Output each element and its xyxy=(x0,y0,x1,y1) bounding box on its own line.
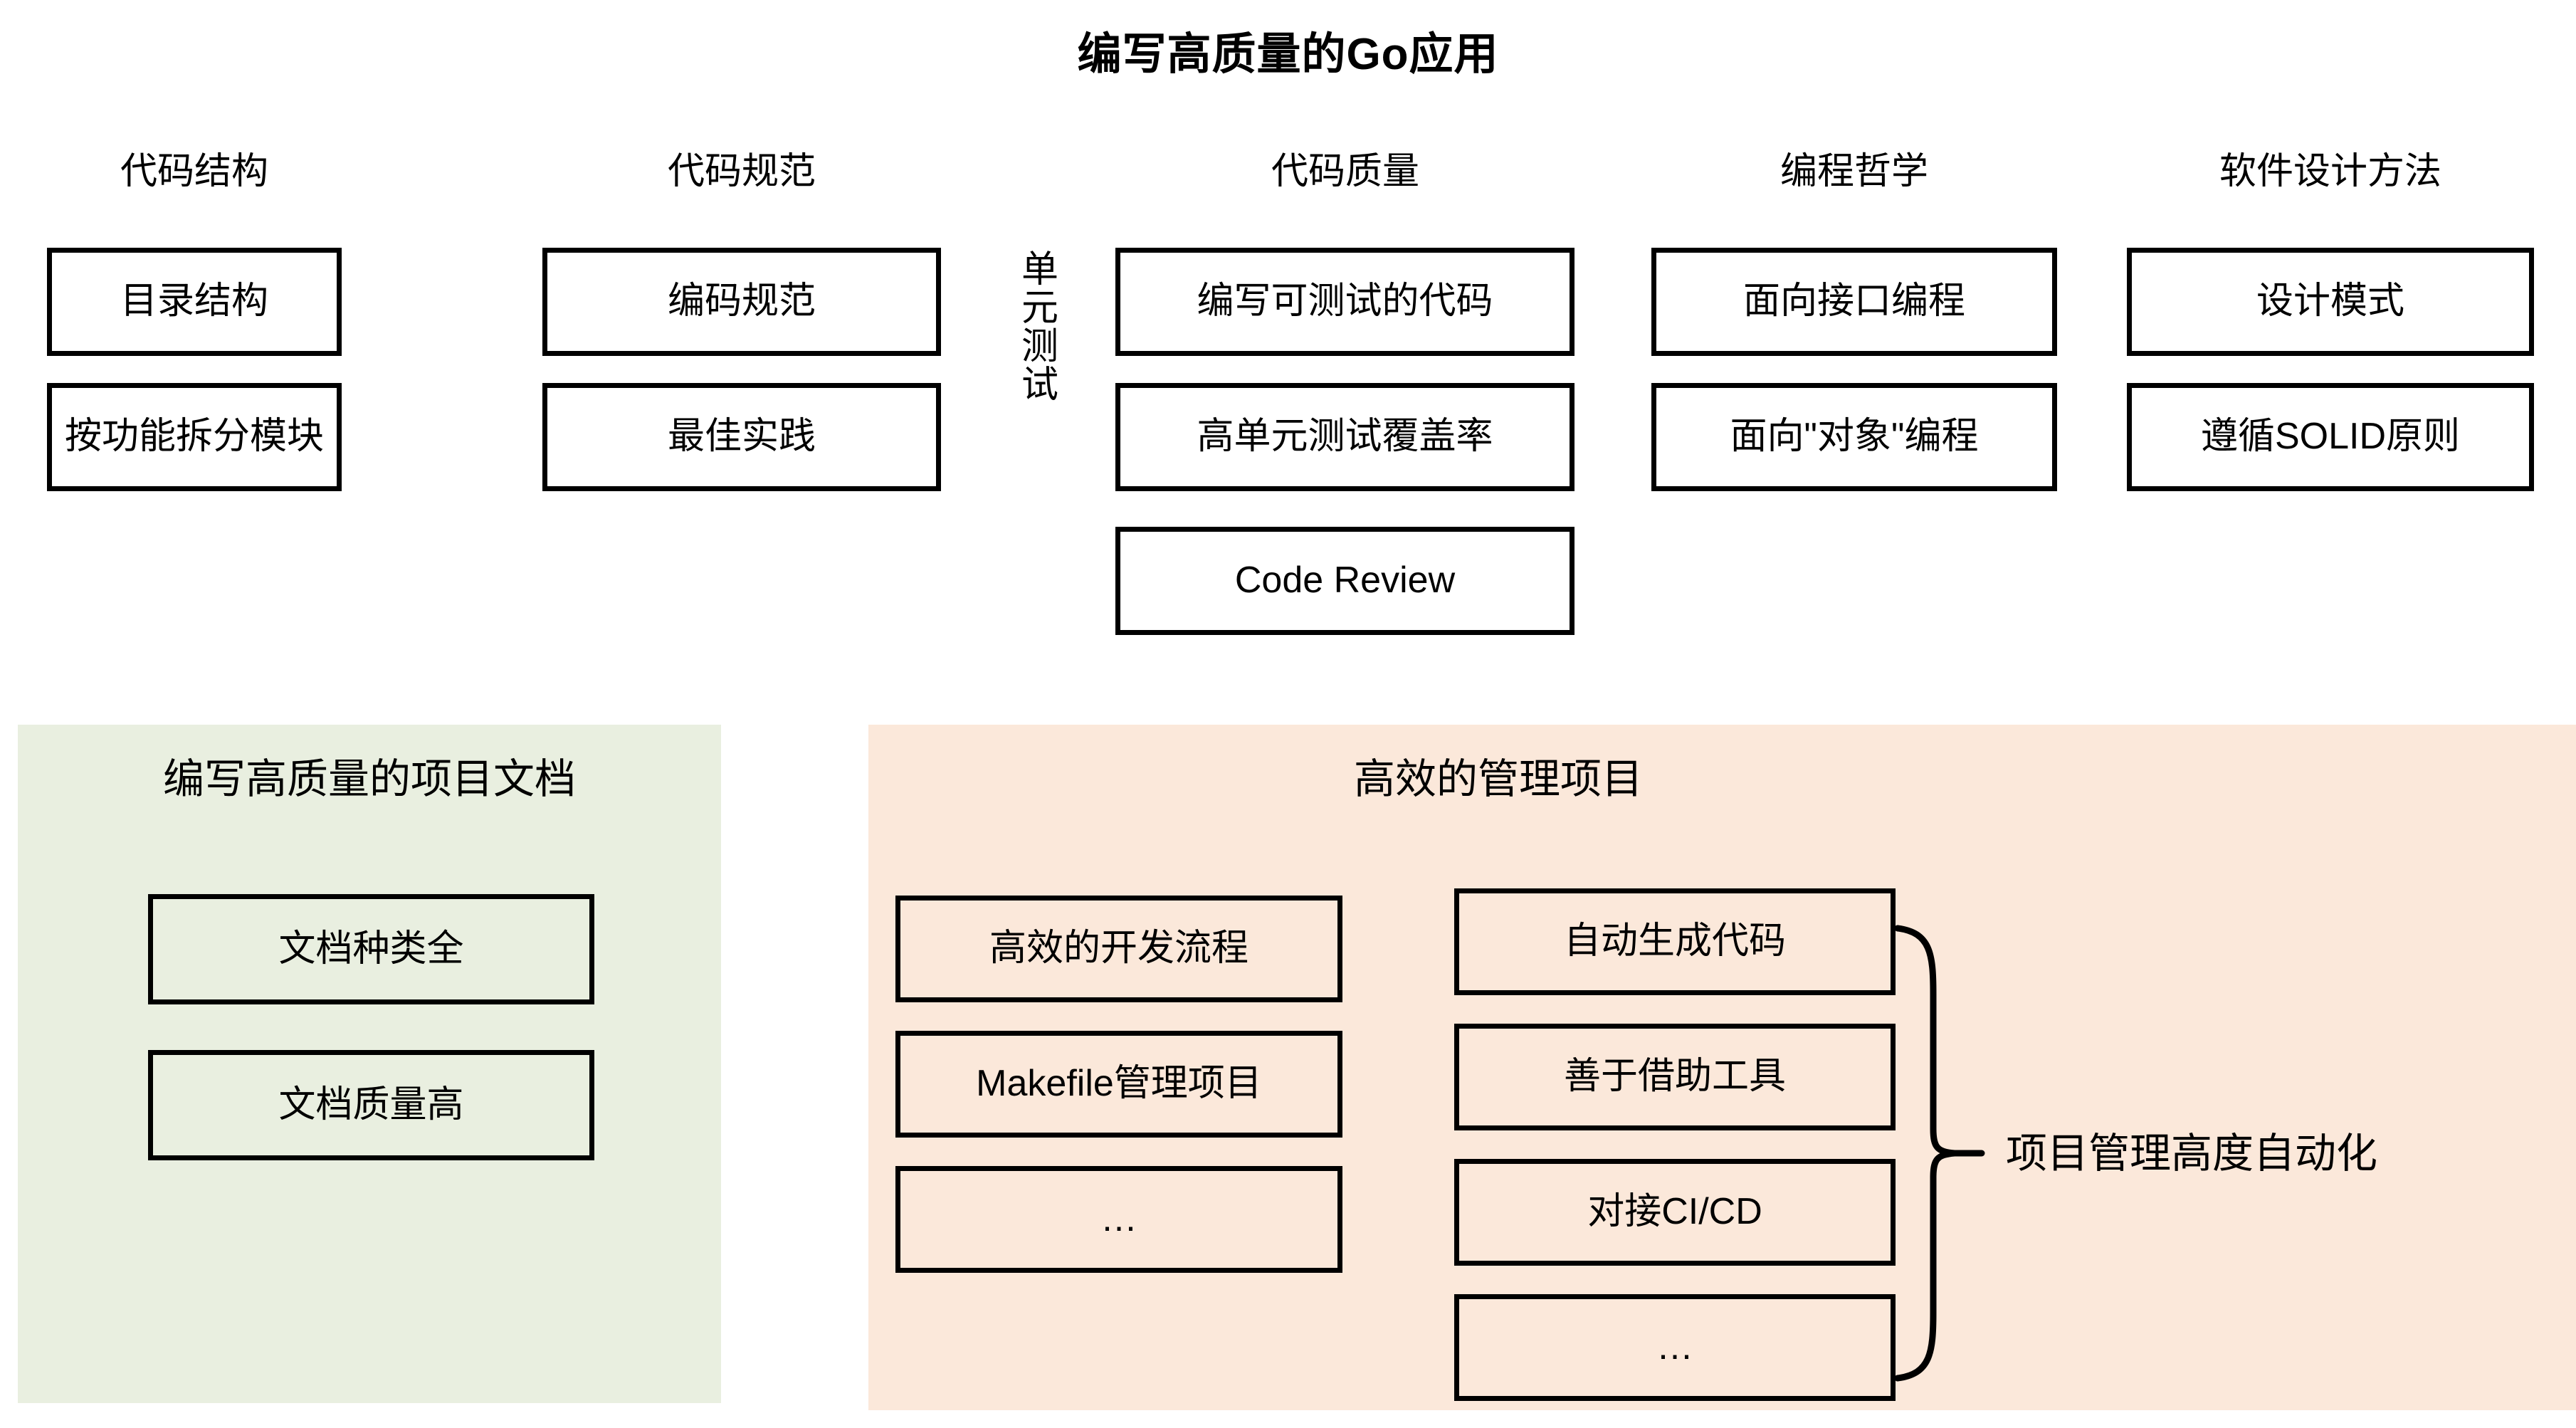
grouping-brace-icon xyxy=(1894,925,1985,1382)
node-makefile-manage-project[interactable]: Makefile管理项目 xyxy=(895,1031,1342,1138)
column-heading-software-design-method: 软件设计方法 xyxy=(2219,151,2441,192)
node-coding-spec[interactable]: 编码规范 xyxy=(542,248,941,356)
node-doc-types-complete[interactable]: 文档种类全 xyxy=(148,894,594,1004)
node-right-ellipsis[interactable]: … xyxy=(1454,1294,1896,1401)
node-doc-quality-high[interactable]: 文档质量高 xyxy=(148,1050,594,1160)
node-efficient-dev-process[interactable]: 高效的开发流程 xyxy=(895,896,1342,1002)
node-good-at-using-tools[interactable]: 善于借助工具 xyxy=(1454,1024,1896,1130)
unit-test-side-label: 单元测试 xyxy=(1021,249,1058,406)
docs-panel-title: 编写高质量的项目文档 xyxy=(162,756,576,802)
node-high-unit-test-coverage[interactable]: 高单元测试覆盖率 xyxy=(1115,383,1574,491)
node-code-review[interactable]: Code Review xyxy=(1115,527,1574,635)
node-directory-structure[interactable]: 目录结构 xyxy=(47,248,342,356)
column-heading-programming-philosophy: 编程哲学 xyxy=(1779,151,1928,192)
docs-panel xyxy=(18,725,721,1403)
node-best-practice[interactable]: 最佳实践 xyxy=(542,383,941,491)
node-write-testable-code[interactable]: 编写可测试的代码 xyxy=(1115,248,1574,356)
brace-label-project-automation: 项目管理高度自动化 xyxy=(2006,1130,2378,1177)
node-design-patterns[interactable]: 设计模式 xyxy=(2127,248,2534,356)
manage-panel-title: 高效的管理项目 xyxy=(1353,756,1643,802)
node-left-ellipsis[interactable]: … xyxy=(895,1166,1342,1273)
node-connect-ci-cd[interactable]: 对接CI/CD xyxy=(1454,1159,1896,1266)
node-auto-generate-code[interactable]: 自动生成代码 xyxy=(1454,888,1896,995)
node-split-by-function[interactable]: 按功能拆分模块 xyxy=(47,383,342,491)
node-solid-principles[interactable]: 遵循SOLID原则 xyxy=(2127,383,2534,491)
node-object-oriented-programming[interactable]: 面向"对象"编程 xyxy=(1651,383,2057,491)
node-interface-oriented-programming[interactable]: 面向接口编程 xyxy=(1651,248,2057,356)
column-heading-code-spec: 代码规范 xyxy=(667,151,816,192)
column-heading-code-quality: 代码质量 xyxy=(1271,151,1419,192)
page-title: 编写高质量的Go应用 xyxy=(1077,30,1499,79)
column-heading-code-structure: 代码结构 xyxy=(120,151,268,192)
